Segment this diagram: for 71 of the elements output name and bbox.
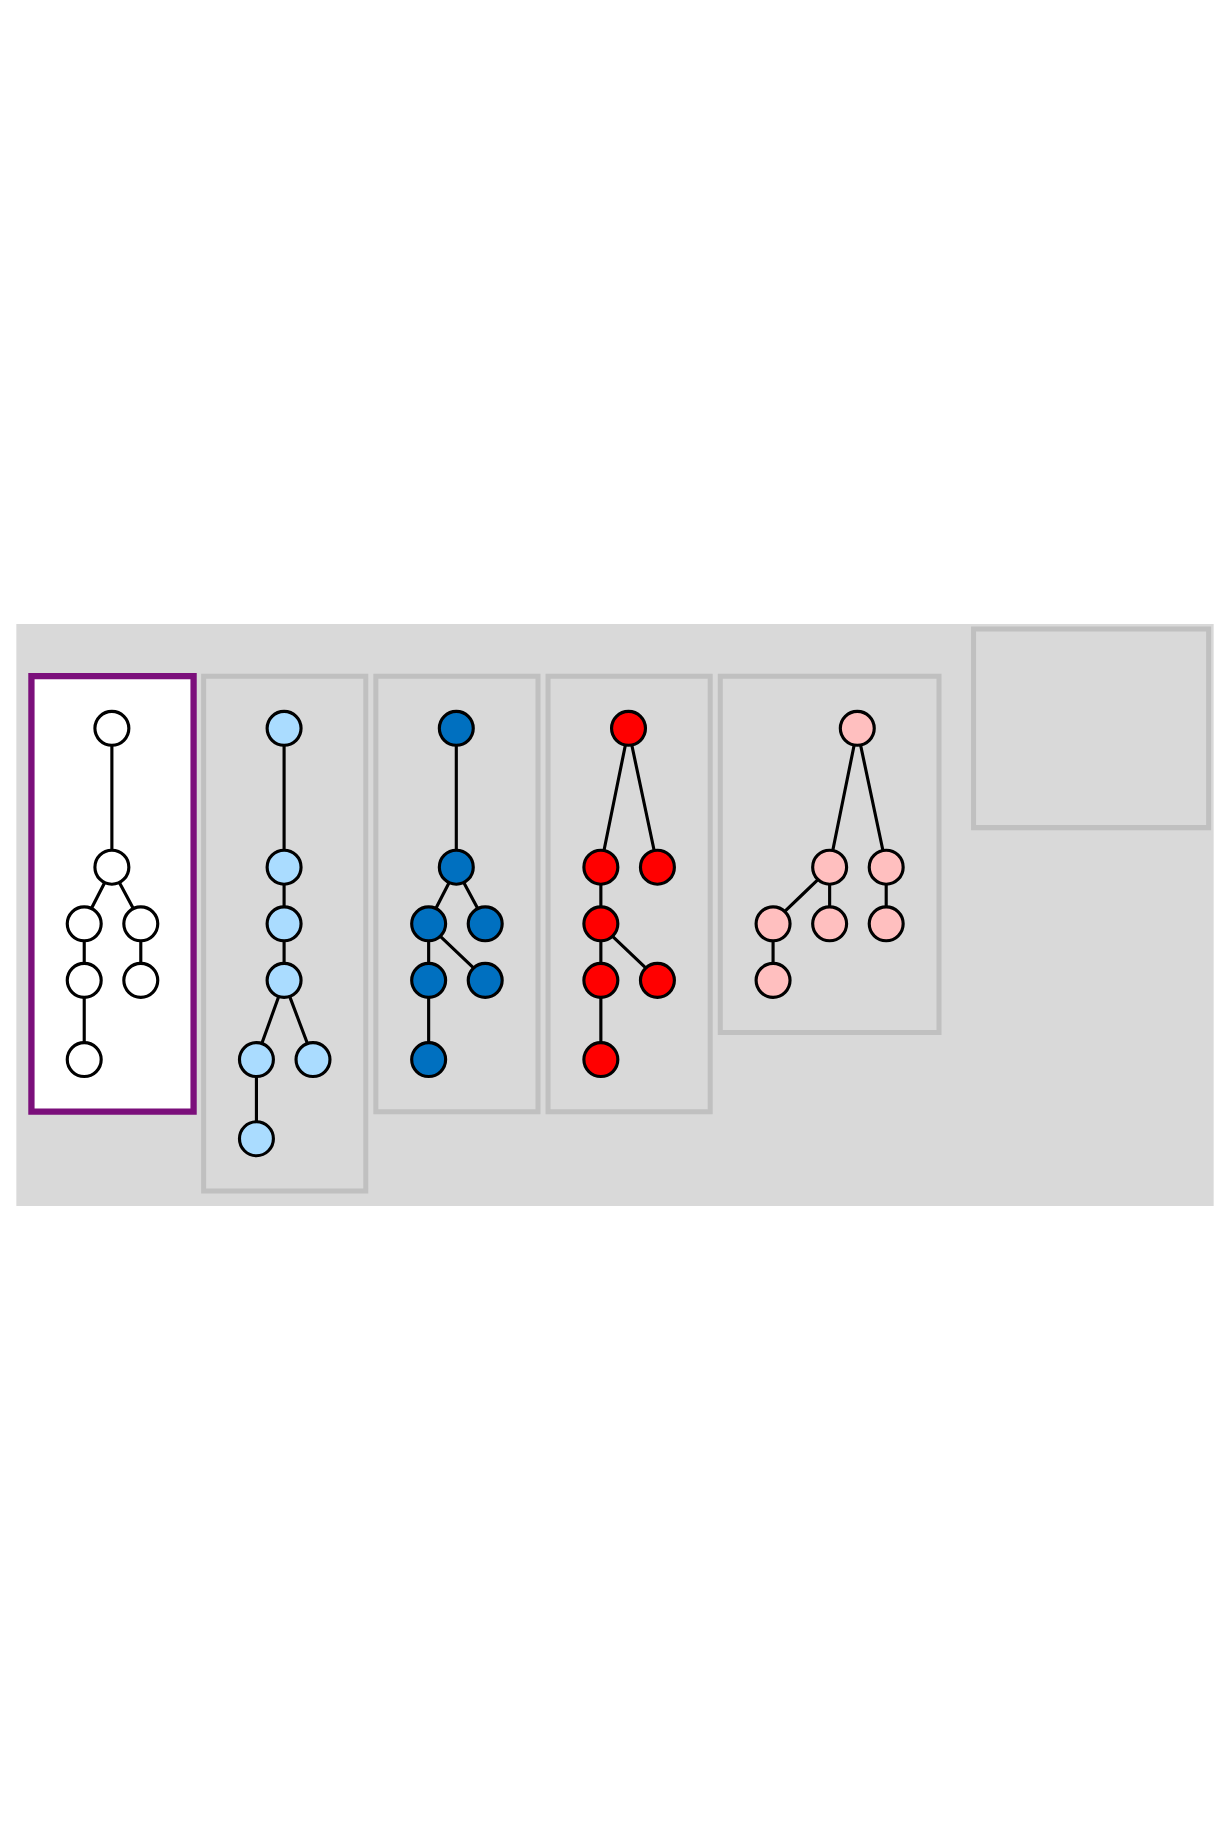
- node-circle: [122, 961, 160, 999]
- connector: [599, 941, 603, 964]
- connector: [884, 884, 888, 907]
- connector: [771, 941, 775, 964]
- connector: [599, 884, 603, 907]
- node-circle: [237, 1041, 275, 1079]
- connector: [90, 881, 106, 909]
- node-circle: [65, 961, 103, 999]
- node-circle: [294, 1041, 332, 1079]
- connector: [454, 745, 458, 851]
- node-circle: [410, 905, 448, 943]
- node-circle: [582, 1041, 620, 1079]
- connector: [462, 881, 479, 909]
- node-circle: [437, 709, 475, 747]
- node-circle: [93, 848, 131, 886]
- node-box: [971, 626, 1212, 831]
- node-circle: [265, 905, 303, 943]
- connector: [599, 997, 603, 1043]
- node-circle: [265, 709, 303, 747]
- connector: [439, 935, 475, 969]
- connector: [282, 745, 286, 851]
- cluster: [717, 673, 942, 1036]
- node-circle: [754, 905, 792, 943]
- node-circle: [466, 961, 504, 999]
- node-circle: [867, 905, 905, 943]
- connector: [288, 995, 309, 1044]
- node-circle: [410, 1041, 448, 1079]
- node-circle: [265, 961, 303, 999]
- node-circle: [638, 848, 676, 886]
- node-circle: [867, 848, 905, 886]
- connector: [118, 881, 135, 909]
- node-circle: [65, 905, 103, 943]
- node-circle: [466, 905, 504, 943]
- node-circle: [754, 961, 792, 999]
- cluster: [28, 673, 197, 1115]
- connector: [828, 884, 832, 907]
- cluster: [373, 673, 541, 1115]
- node-circle: [811, 848, 849, 886]
- connector: [831, 744, 856, 851]
- node-circle: [609, 709, 648, 747]
- node-circle: [582, 961, 620, 999]
- connector: [282, 941, 286, 964]
- node-circle: [93, 709, 131, 747]
- connector: [82, 941, 86, 964]
- node-circle: [582, 905, 620, 943]
- node-circle: [582, 848, 620, 886]
- connector: [254, 1076, 258, 1122]
- connector: [110, 745, 114, 851]
- connector: [427, 997, 431, 1043]
- node-circle: [811, 905, 849, 943]
- cluster: [545, 673, 713, 1115]
- connector: [139, 941, 143, 964]
- connector: [783, 878, 819, 913]
- node-circle: [410, 961, 448, 999]
- cluster: [201, 673, 369, 1194]
- node-circle: [265, 848, 303, 886]
- connector: [602, 744, 627, 851]
- connector: [427, 941, 431, 964]
- node-circle: [838, 709, 876, 747]
- node-circle: [237, 1120, 275, 1158]
- node-circle: [122, 905, 160, 943]
- connector: [434, 881, 451, 909]
- node-circle: [65, 1041, 103, 1079]
- connector: [859, 744, 885, 851]
- connector: [260, 996, 281, 1044]
- node-circle: [638, 961, 676, 999]
- connector: [282, 884, 286, 907]
- node-circle: [437, 848, 475, 886]
- connector: [611, 935, 647, 969]
- connector: [630, 744, 656, 851]
- connector: [82, 997, 86, 1043]
